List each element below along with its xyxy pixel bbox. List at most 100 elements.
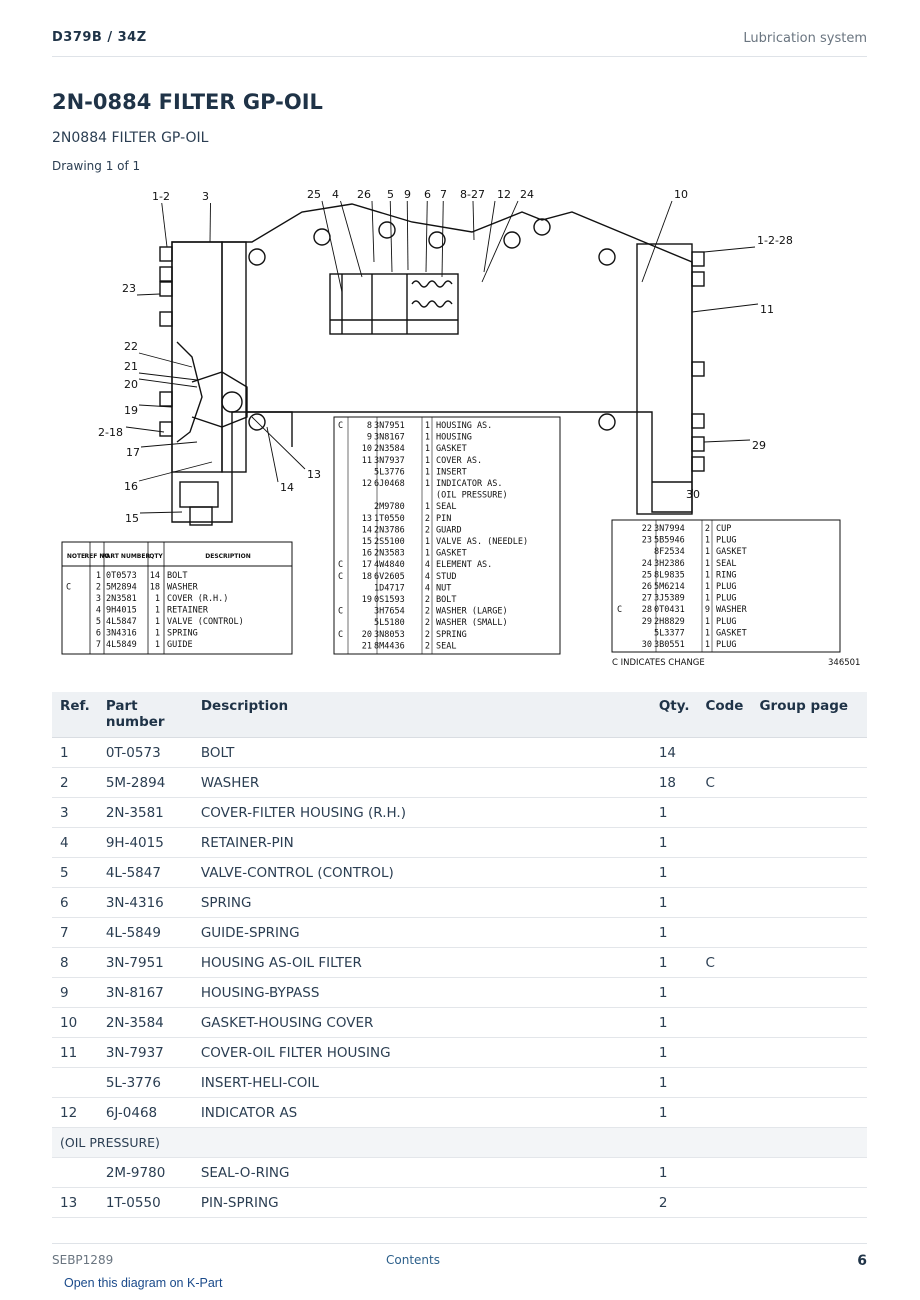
diagram-table-cell: 1	[425, 537, 430, 547]
description-cell: SPRING	[192, 887, 651, 918]
part-number-cell: 2N-3584	[97, 1007, 193, 1038]
diagram-table-cell: 2	[705, 524, 710, 534]
ref-cell: 5	[52, 857, 98, 888]
callout-label: 3	[202, 190, 209, 203]
diagram-table-cell: 5M6214	[654, 582, 685, 592]
diagram-table-cell: SEAL	[436, 502, 456, 512]
diagram-table-cell: 1	[425, 479, 430, 489]
callout-label: 6	[424, 188, 431, 201]
callout-leader-line	[136, 293, 161, 296]
diagram-table-cell: 2	[425, 607, 430, 617]
callout-label: 14	[280, 481, 294, 494]
group-page-cell	[751, 797, 867, 828]
qty-cell: 1	[650, 1097, 698, 1128]
page-header: D379B / 34Z Lubrication system	[52, 28, 867, 57]
diagram-table-cell: 1	[155, 594, 160, 604]
diagram-table-cell: 8F2534	[654, 547, 685, 557]
qty-cell: 1	[650, 977, 698, 1008]
diagram-table-cell: 2N3584	[374, 444, 405, 454]
callout-label: 7	[440, 188, 447, 201]
diagram-table-cell: 2N3581	[106, 594, 137, 604]
diagram-table-cell: 2	[425, 525, 430, 535]
diagram-table-cell: 19	[362, 595, 372, 605]
diagram-table-cell: 1	[705, 570, 710, 580]
diagram-table-cell: 3	[96, 594, 101, 604]
contents-link[interactable]: Contents	[386, 1253, 440, 1267]
part-number-cell: 4L-5849	[97, 917, 193, 948]
diagram-table-cell: 1	[705, 559, 710, 569]
group-page-cell	[751, 827, 867, 858]
diagram-table-cell: 24	[642, 559, 652, 569]
group-page-cell	[751, 767, 867, 798]
diagram-table-cell: 20	[362, 630, 372, 640]
diagram-table-cell: 14	[362, 525, 372, 535]
description-cell: INSERT-HELI-COIL	[192, 1067, 651, 1098]
code-cell	[697, 1067, 752, 1098]
qty-cell: 1	[650, 797, 698, 828]
code-cell	[697, 887, 752, 918]
group-page-cell	[751, 947, 867, 978]
qty-cell: 1	[650, 917, 698, 948]
callout-leader-line	[139, 511, 183, 514]
diagram-table-cell: PIN	[436, 514, 451, 524]
page-number: 6	[857, 1253, 867, 1269]
code-cell	[697, 797, 752, 828]
callout-leader-line	[140, 441, 198, 448]
parts-table: Ref. Part number Description Qty. Code G…	[52, 692, 867, 1218]
callout-label: 1-2	[152, 190, 170, 203]
diagram-table-cell: 16	[362, 549, 372, 559]
callout-leader-line	[266, 426, 279, 483]
diagram-table-cell: 1	[425, 549, 430, 559]
diagram-table-cell: PLUG	[716, 640, 736, 650]
code-cell	[697, 1157, 752, 1188]
part-number-cell: 3N-4316	[97, 887, 193, 918]
callout-label: 20	[124, 378, 138, 391]
drawing-label: Drawing 1 of 1	[52, 159, 141, 173]
note-cell: (OIL PRESSURE)	[52, 1127, 867, 1158]
document-number: SEBP1289	[52, 1253, 114, 1267]
diagram-table-cell: 3N4316	[106, 629, 137, 639]
diagram-table-cell: VALVE AS. (NEEDLE)	[436, 537, 528, 547]
diagram-table-cell: 3J5389	[654, 594, 685, 604]
callout-leader-line	[321, 200, 343, 293]
diagram-table-cell: 4	[425, 560, 430, 570]
diagram-table-cell: PLUG	[716, 582, 736, 592]
diagram-table-cell: 3N8167	[374, 433, 405, 443]
qty-cell: 1	[650, 887, 698, 918]
diagram-table-cell: SPRING	[167, 629, 198, 639]
code-cell	[697, 1097, 752, 1128]
ref-cell: 2	[52, 767, 98, 798]
callout-label: 15	[125, 512, 139, 525]
part-number-cell: 2N-3581	[97, 797, 193, 828]
diagram-table-cell: 8	[367, 421, 372, 431]
callout-label: 16	[124, 480, 138, 493]
diagram-table-cell: 4	[425, 572, 430, 582]
callout-leader-line	[371, 200, 375, 263]
open-diagram-kpart-link[interactable]: Open this diagram on K-Part	[64, 1276, 223, 1290]
diagram-table-cell: SEAL	[716, 559, 736, 569]
diagram-table-cell: 1	[425, 444, 430, 454]
part-number-cell: 3N-7951	[97, 947, 193, 978]
qty-cell: 1	[650, 1037, 698, 1068]
diagram-table-cell: 0T0573	[106, 571, 137, 581]
callout-leader-line	[340, 200, 363, 278]
diagram-table-cell: BOLT	[436, 595, 456, 605]
diagram-table-cell: 1	[705, 628, 710, 638]
model-label: D379B / 34Z	[52, 30, 147, 45]
callout-leader-line	[406, 200, 409, 271]
group-page-cell	[751, 1097, 867, 1128]
page-subtitle: 2N0884 FILTER GP-OIL	[52, 130, 209, 146]
callout-leader-line	[138, 352, 193, 368]
callout-label: 8-27	[460, 188, 485, 201]
page-footer: SEBP1289 Contents 6	[52, 1243, 867, 1269]
ref-cell: 4	[52, 827, 98, 858]
qty-cell: 1	[650, 1007, 698, 1038]
callout-label: 11	[760, 303, 774, 316]
